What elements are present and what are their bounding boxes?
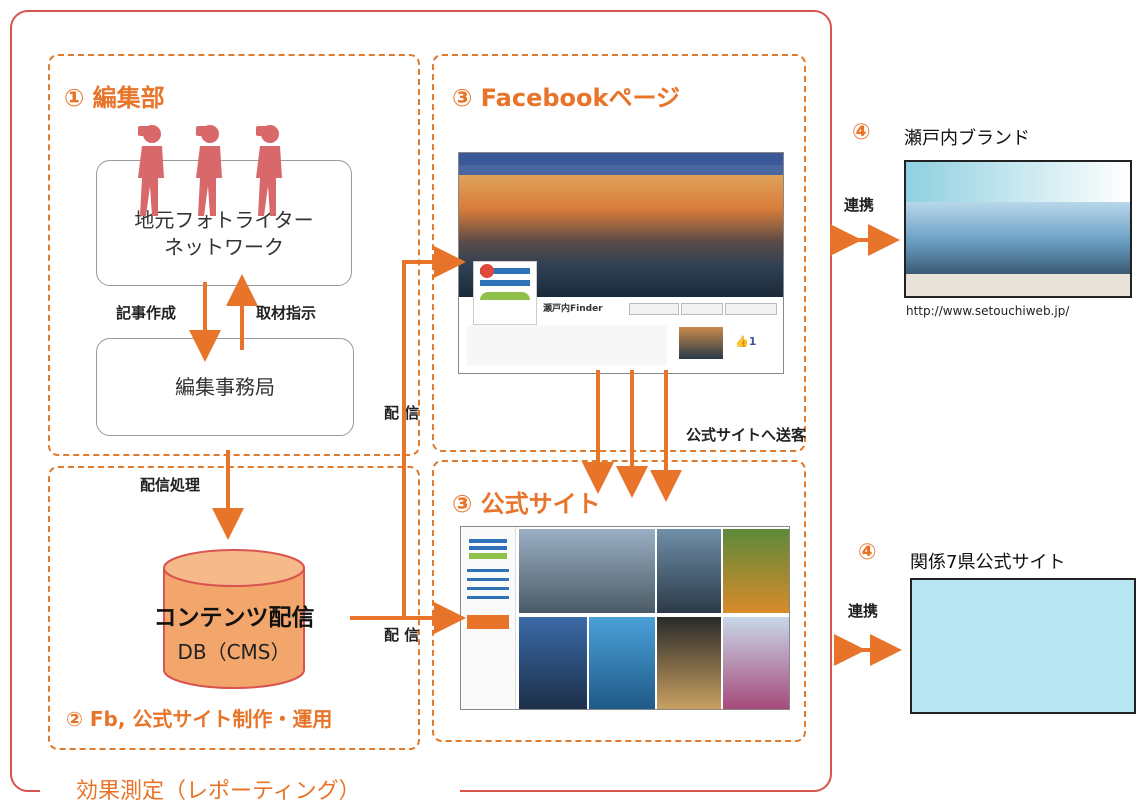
- prefectures-site-box: [910, 578, 1136, 714]
- fb-subbar: [459, 165, 783, 175]
- editorial-section: [48, 54, 420, 456]
- coverage-instruction-label: 取材指示: [256, 304, 317, 322]
- setouchi-brand-title: 瀬戸内ブランド: [904, 128, 1030, 149]
- setouchi-site-screenshot: [904, 160, 1132, 298]
- db-subtitle: DB（CMS）: [177, 640, 291, 664]
- link-label-lower: 連携: [848, 602, 879, 620]
- production-title: ② Fb, 公式サイト制作・運用: [66, 707, 333, 731]
- distribution-processing-label: 配信処理: [140, 476, 201, 494]
- effect-measurement-label: 効果測定（レポーティング）: [76, 779, 361, 804]
- site-photo-7: [723, 617, 789, 709]
- setouchi-header: [906, 162, 1130, 202]
- article-creation-label: 記事作成: [116, 304, 177, 322]
- prefectures-title: 関係7県公式サイト: [910, 552, 1066, 573]
- office-label: 編集事務局: [175, 374, 275, 399]
- facebook-section: [432, 54, 806, 452]
- editorial-title: ① 編集部: [64, 84, 165, 112]
- fb-message-button: [681, 303, 723, 315]
- site-photo-3: [723, 529, 789, 613]
- site-sidebar: [461, 527, 516, 709]
- delivery-label-upper: 配 信: [384, 404, 420, 422]
- fb-like-count: 👍1: [735, 335, 756, 348]
- setouchi-content: [906, 274, 1130, 296]
- photographers-icon: [138, 125, 282, 216]
- production-section: [48, 466, 420, 750]
- setouchi-number: ④: [852, 120, 871, 145]
- db-title: コンテンツ配信: [153, 605, 315, 631]
- fb-topbar: [459, 153, 783, 165]
- fb-like-count-value: 1: [748, 335, 757, 348]
- delivery-label-lower: 配 信: [384, 626, 420, 644]
- photo-writer-network-box: 地元フォトライター ネットワーク: [96, 160, 352, 286]
- prefectures-number: ④: [858, 540, 877, 565]
- fb-profile-logo: [473, 261, 537, 325]
- fb-like-button: [629, 303, 679, 315]
- official-site-screenshot: [460, 526, 790, 710]
- frame-gap: [40, 784, 460, 798]
- content-db-cylinder: [163, 549, 305, 689]
- fb-more-button: [725, 303, 777, 315]
- official-title: ③ 公式サイト: [452, 490, 601, 518]
- site-photo-4: [519, 617, 587, 709]
- photographer-figure-icon: [138, 125, 164, 216]
- arrow-to-facebook: [350, 246, 466, 620]
- link-label-upper: 連携: [844, 196, 875, 214]
- facebook-page-screenshot: 瀬戸内Finder 👍1: [458, 152, 784, 374]
- send-to-official-label: 公式サイトへ送客: [686, 426, 807, 444]
- site-photo-1: [519, 529, 655, 613]
- official-section: [432, 460, 806, 742]
- fb-page-name: 瀬戸内Finder: [543, 304, 603, 314]
- thumbs-up-icon: 👍: [735, 335, 749, 348]
- site-photo-5: [589, 617, 655, 709]
- fb-thumbnail: [679, 327, 723, 359]
- editorial-office-box: 編集事務局: [96, 338, 354, 436]
- network-label: 地元フォトライター ネットワーク: [134, 208, 314, 259]
- site-photo-6: [657, 617, 721, 709]
- setouchi-url: http://www.setouchiweb.jp/: [906, 304, 1070, 318]
- site-photo-2: [657, 529, 721, 613]
- setouchi-banner: [906, 202, 1130, 274]
- facebook-title: ③ Facebookページ: [452, 84, 681, 112]
- fb-info-panel: [467, 325, 667, 365]
